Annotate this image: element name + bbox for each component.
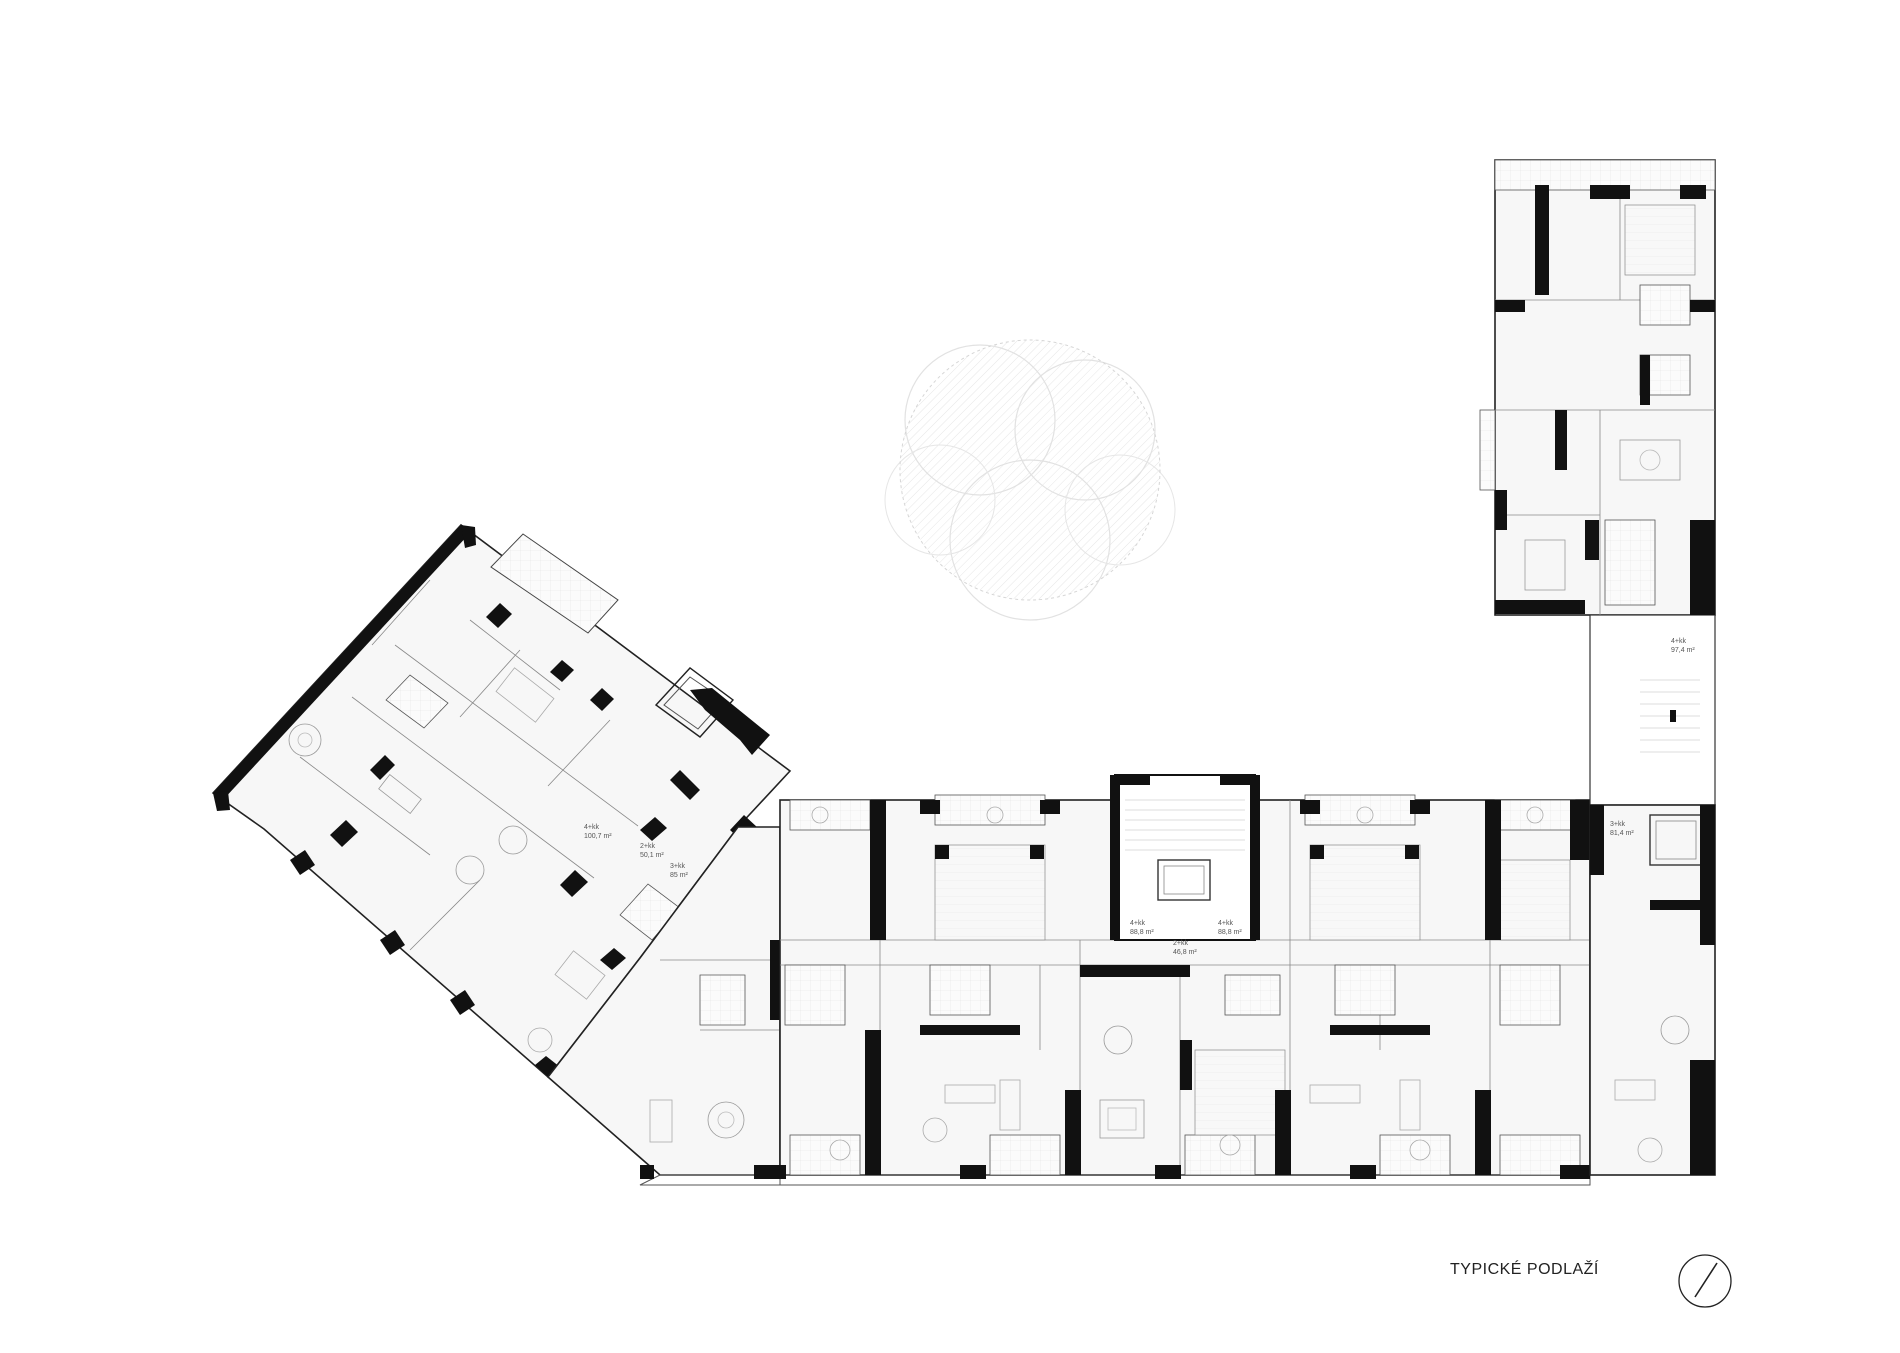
staircase-icon [1125, 799, 1245, 851]
unit-labels: 4+kk 100,7 m² 2+kk 50,1 m² 3+kk 85 m² 4+kk 8… [584, 638, 1695, 956]
staircase-icon [1640, 679, 1700, 753]
vertical-wing [1479, 159, 1716, 1176]
horizontal-wing [760, 774, 1591, 1186]
elevator-icon [1157, 859, 1211, 901]
unit-label-6: 4+kk 88,8 m² [1218, 920, 1242, 936]
svg-text:4+kk: 4+kk [1130, 920, 1145, 927]
unit-label-5: 2+kk 46,8 m² [1173, 940, 1197, 956]
unit-label-8: 4+kk 97,4 m² [1671, 638, 1695, 654]
north-arrow-icon [1678, 1254, 1732, 1308]
svg-text:3+kk: 3+kk [670, 863, 685, 870]
svg-text:3+kk: 3+kk [1610, 821, 1625, 828]
svg-text:88,8 m²: 88,8 m² [1130, 929, 1154, 936]
svg-text:4+kk: 4+kk [584, 824, 599, 831]
svg-text:4+kk: 4+kk [1218, 920, 1233, 927]
unit-label-3: 3+kk 85 m² [670, 863, 689, 879]
svg-text:85 m²: 85 m² [670, 872, 689, 879]
unit-label-2: 2+kk 50,1 m² [640, 843, 664, 859]
rotated-wing [211, 523, 792, 1137]
svg-text:50,1 m²: 50,1 m² [640, 852, 664, 859]
svg-text:46,8 m²: 46,8 m² [1173, 949, 1197, 956]
svg-text:81,4 m²: 81,4 m² [1610, 830, 1634, 837]
svg-text:2+kk: 2+kk [1173, 940, 1188, 947]
svg-text:88,8 m²: 88,8 m² [1218, 929, 1242, 936]
unit-label-4: 4+kk 88,8 m² [1130, 920, 1154, 936]
svg-text:4+kk: 4+kk [1671, 638, 1686, 645]
unit-label-1: 4+kk 100,7 m² [584, 824, 612, 840]
svg-text:2+kk: 2+kk [640, 843, 655, 850]
plan-title: TYPICKÉ PODLAŽÍ [1450, 1261, 1599, 1278]
svg-text:97,4 m²: 97,4 m² [1671, 647, 1695, 654]
svg-text:100,7 m²: 100,7 m² [584, 833, 612, 840]
tree-icon [884, 339, 1176, 621]
unit-label-7: 3+kk 81,4 m² [1610, 821, 1634, 837]
